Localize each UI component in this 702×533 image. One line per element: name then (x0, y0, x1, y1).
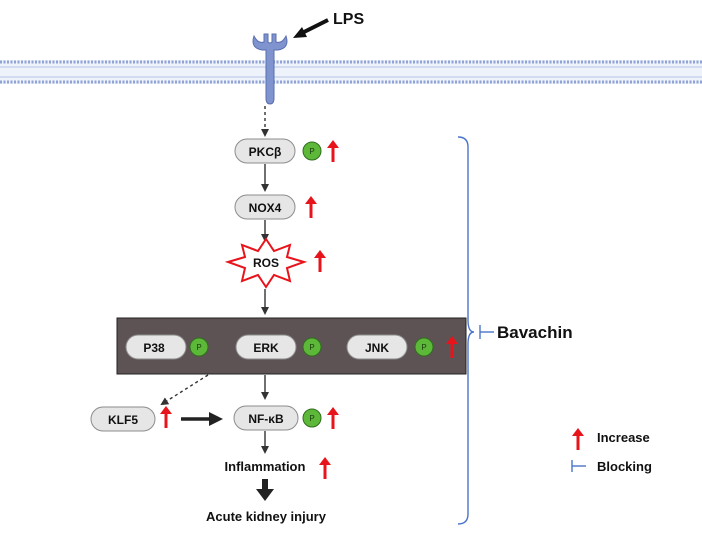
nfkb-increase-arrow (327, 407, 339, 429)
klf5-to-nfkb-arrow (181, 412, 223, 426)
nfkb-node: NF-κB (233, 405, 299, 431)
mapk-to-klf5-arrow (160, 374, 209, 406)
klf5-increase-arrow (160, 406, 172, 428)
lps-arrow (301, 18, 329, 35)
p38-label: P38 (143, 341, 165, 355)
ros-node: ROS (224, 237, 308, 289)
erk-node: ERK (235, 334, 297, 360)
pkcb-phospho-icon: P (302, 141, 322, 161)
mapk-increase-arrow (446, 336, 458, 358)
pkcb-increase-arrow (327, 140, 339, 162)
pkcb-label: PKCβ (249, 145, 282, 159)
klf5-label: KLF5 (108, 413, 138, 427)
inflammation-increase-arrow (319, 457, 331, 479)
erk-label: ERK (253, 341, 279, 355)
svg-text:P: P (421, 343, 426, 352)
ros-label: ROS (253, 256, 279, 270)
inflammation-label: Inflammation (225, 459, 306, 474)
nox4-node: NOX4 (234, 194, 296, 220)
p38-phospho-icon: P (189, 337, 209, 357)
nfkb-label: NF-κB (248, 412, 284, 426)
tlr4-receptor-icon (252, 33, 288, 105)
erk-phospho-icon: P (302, 337, 322, 357)
jnk-phospho-icon: P (414, 337, 434, 357)
bavachin-bracket (457, 136, 494, 525)
p38-node: P38 (125, 334, 187, 360)
legend-increase-label: Increase (597, 430, 650, 445)
lps-arrowhead (293, 27, 307, 38)
legend-increase-icon (572, 428, 584, 450)
klf5-node: KLF5 (90, 406, 156, 432)
jnk-label: JNK (365, 341, 389, 355)
ros-increase-arrow (314, 250, 326, 272)
legend-blocking-icon (571, 460, 586, 472)
svg-text:P: P (309, 414, 314, 423)
nox4-label: NOX4 (249, 201, 282, 215)
svg-text:P: P (196, 343, 201, 352)
pkcb-node: PKCβ (234, 138, 296, 164)
acute-kidney-injury-label: Acute kidney injury (206, 509, 327, 524)
legend: Increase Blocking (571, 428, 652, 474)
nox4-increase-arrow (305, 196, 317, 218)
inflammation-to-injury-arrow (256, 479, 274, 501)
svg-text:P: P (309, 147, 314, 156)
cell-membrane (0, 60, 702, 84)
bavachin-label: Bavachin (497, 323, 573, 342)
svg-text:P: P (309, 343, 314, 352)
jnk-node: JNK (346, 334, 408, 360)
legend-blocking-label: Blocking (597, 459, 652, 474)
lps-label: LPS (333, 11, 364, 28)
nfkb-phospho-icon: P (302, 408, 322, 428)
